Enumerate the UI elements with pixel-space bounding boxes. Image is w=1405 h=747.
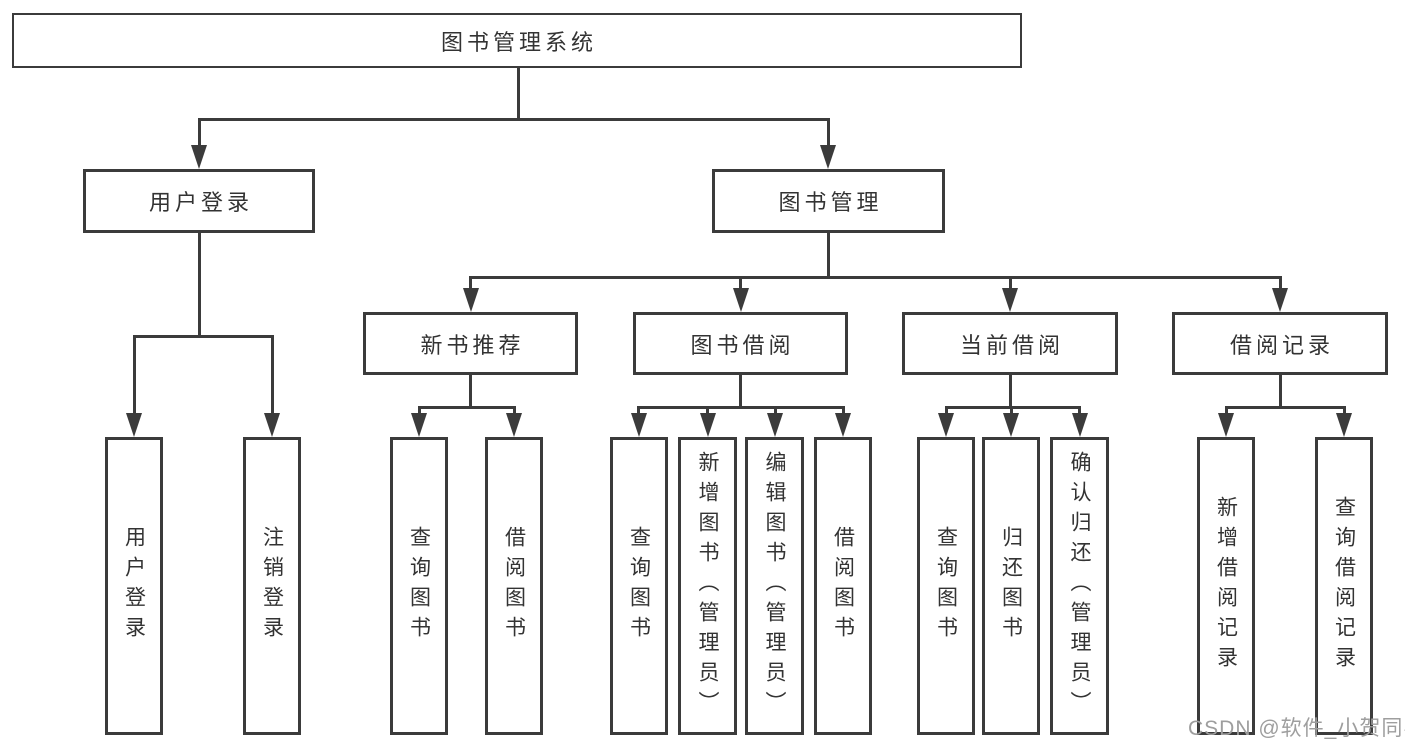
leaf-cb-return-books: 归还图书 <box>982 437 1040 735</box>
arrow-down-to-br-query-record <box>1336 406 1352 437</box>
connector-nb-branch <box>417 406 516 409</box>
leaf-nb-borrow-books: 借阅图书 <box>485 437 543 735</box>
leaf-br-query-record: 查询借阅记录 <box>1315 437 1373 735</box>
arrow-down-to-nb-query-books <box>411 406 427 437</box>
leaf-bb-borrow-books: 借阅图书 <box>814 437 872 735</box>
connector-book-management-stem <box>826 233 830 279</box>
node-current-borrowing: 当前借阅 <box>902 312 1118 375</box>
connector-nb-stem <box>469 375 472 409</box>
arrow-down-to-cb-return-books <box>1003 406 1019 437</box>
node-book-borrowing: 图书借阅 <box>633 312 848 375</box>
arrow-down-to-bb-query-books <box>630 406 647 437</box>
arrow-down-to-bb-edit-books <box>767 406 783 437</box>
arrow-down-to-user-login <box>191 118 207 169</box>
leaf-logout: 注销登录 <box>243 437 301 735</box>
node-new-book-recommendation: 新书推荐 <box>363 312 578 375</box>
node-user-login: 用户登录 <box>83 169 315 233</box>
arrow-down-to-current-borrowing <box>1002 276 1018 312</box>
leaf-bb-edit-books-admin: 编辑图书（管理员） <box>745 437 804 735</box>
arrow-down-to-cb-query-books <box>938 406 954 437</box>
node-borrowing-records: 借阅记录 <box>1172 312 1388 375</box>
leaf-br-add-record: 新增借阅记录 <box>1197 437 1255 735</box>
connector-cb-stem <box>1008 375 1012 409</box>
connector-br-branch <box>1224 406 1346 409</box>
arrow-down-to-new-book-recommendation <box>462 276 479 312</box>
connector-cb-branch <box>944 406 1081 409</box>
connector-br-stem <box>1278 375 1282 409</box>
connector-user-login-stem <box>197 233 201 338</box>
arrow-down-to-leaf-user-login <box>126 335 142 437</box>
leaf-cb-query-books: 查询图书 <box>917 437 975 735</box>
leaf-bb-add-books-admin: 新增图书（管理员） <box>678 437 737 735</box>
connector-root-stem <box>516 68 520 121</box>
leaf-user-login: 用户登录 <box>105 437 163 735</box>
node-root: 图书管理系统 <box>12 13 1022 68</box>
arrow-down-to-leaf-logout <box>264 335 280 437</box>
leaf-cb-confirm-return-admin: 确认归还（管理员） <box>1050 437 1109 735</box>
connector-book-management-branch <box>468 276 1282 279</box>
watermark: CSDN @软件_小贺同学 <box>1188 717 1405 740</box>
arrow-down-to-br-add-record <box>1218 406 1234 437</box>
arrow-down-to-cb-confirm-return <box>1071 406 1088 437</box>
arrow-down-to-book-borrowing <box>732 276 749 312</box>
node-book-management: 图书管理 <box>712 169 945 233</box>
arrow-down-to-borrowing-records <box>1272 276 1288 312</box>
connector-root-branch <box>197 118 830 121</box>
connector-user-login-branch <box>132 335 274 338</box>
arrow-down-to-nb-borrow-books <box>506 406 522 437</box>
leaf-nb-query-books: 查询图书 <box>390 437 448 735</box>
arrow-down-to-book-management <box>820 118 836 169</box>
connector-bb-stem <box>739 375 742 409</box>
connector-bb-branch <box>637 406 844 409</box>
leaf-bb-query-books: 查询图书 <box>610 437 668 735</box>
arrow-down-to-bb-borrow-books <box>835 406 851 437</box>
arrow-down-to-bb-add-books <box>699 406 716 437</box>
